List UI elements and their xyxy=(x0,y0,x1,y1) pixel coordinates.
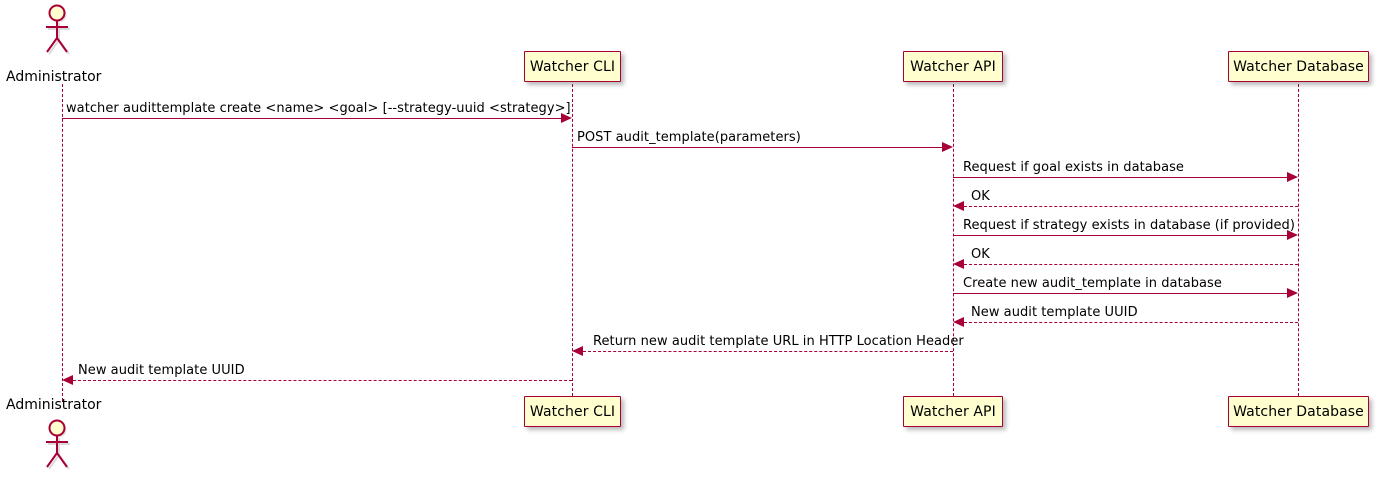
participant-label-watcher-api-top: Watcher API xyxy=(910,58,996,75)
message-line-10 xyxy=(73,380,572,381)
message-line-2 xyxy=(572,147,942,148)
message-label-9: Return new audit template URL in HTTP Lo… xyxy=(593,334,964,349)
message-label-2: POST audit_template(parameters) xyxy=(577,130,801,145)
participant-label-watcher-database-bottom: Watcher Database xyxy=(1233,403,1364,420)
actor-administrator-bottom xyxy=(36,419,80,471)
message-label-5: Request if strategy exists in database (… xyxy=(963,218,1295,233)
participant-box-watcher-api-bottom[interactable]: Watcher API xyxy=(903,396,1003,427)
message-line-7 xyxy=(953,293,1287,294)
message-label-1: watcher audittemplate create <name> <goa… xyxy=(66,101,571,116)
message-line-8 xyxy=(964,322,1298,323)
actor-label-administrator-bottom: Administrator xyxy=(6,397,102,413)
participant-box-watcher-cli-bottom[interactable]: Watcher CLI xyxy=(524,396,621,427)
message-label-3: Request if goal exists in database xyxy=(963,160,1184,175)
message-label-10: New audit template UUID xyxy=(78,363,245,378)
lifeline-watcher-database xyxy=(1298,84,1299,396)
participant-label-watcher-api-bottom: Watcher API xyxy=(910,403,996,420)
lifeline-watcher-cli xyxy=(572,84,573,396)
actor-label-administrator-top: Administrator xyxy=(6,69,102,85)
message-arrowhead-1 xyxy=(561,113,572,123)
lifeline-administrator xyxy=(62,84,63,401)
message-arrowhead-2 xyxy=(942,142,953,152)
message-arrowhead-3 xyxy=(1287,172,1298,182)
participant-box-watcher-database-bottom[interactable]: Watcher Database xyxy=(1228,396,1369,427)
message-arrowhead-6 xyxy=(953,259,964,269)
message-line-5 xyxy=(953,235,1287,236)
participant-box-watcher-api-top[interactable]: Watcher API xyxy=(903,51,1003,82)
message-arrowhead-5 xyxy=(1287,230,1298,240)
message-label-8: New audit template UUID xyxy=(971,305,1138,320)
message-line-1 xyxy=(62,118,561,119)
participant-label-watcher-cli-bottom: Watcher CLI xyxy=(529,403,616,420)
participant-label-watcher-cli-top: Watcher CLI xyxy=(529,58,616,75)
message-line-4 xyxy=(964,206,1298,207)
actor-administrator-top xyxy=(36,4,80,56)
message-line-6 xyxy=(964,264,1298,265)
message-line-9 xyxy=(583,351,953,352)
message-arrowhead-9 xyxy=(572,346,583,356)
participant-label-watcher-database-top: Watcher Database xyxy=(1233,58,1364,75)
participant-box-watcher-database-top[interactable]: Watcher Database xyxy=(1228,51,1369,82)
message-label-4: OK xyxy=(971,189,990,204)
message-label-7: Create new audit_template in database xyxy=(963,276,1222,291)
message-label-6: OK xyxy=(971,247,990,262)
participant-box-watcher-cli-top[interactable]: Watcher CLI xyxy=(524,51,621,82)
message-arrowhead-4 xyxy=(953,201,964,211)
message-line-3 xyxy=(953,177,1287,178)
message-arrowhead-7 xyxy=(1287,288,1298,298)
lifeline-watcher-api xyxy=(953,84,954,396)
message-arrowhead-10 xyxy=(62,375,73,385)
message-arrowhead-8 xyxy=(953,317,964,327)
